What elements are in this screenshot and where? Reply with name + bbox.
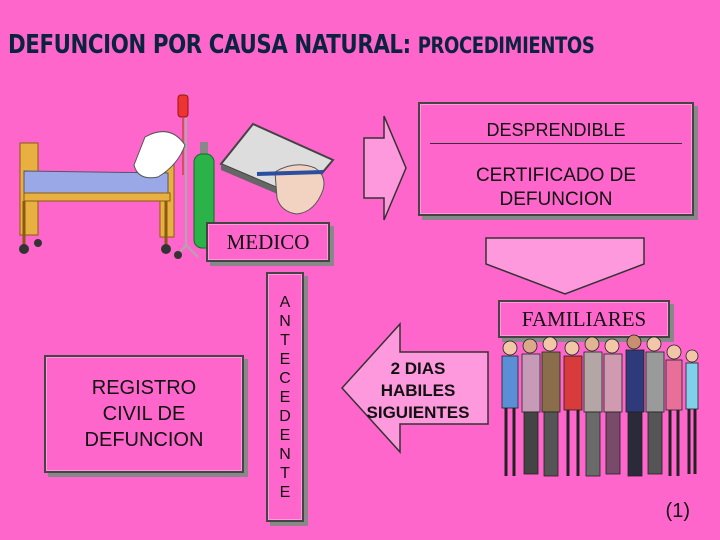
antecedente-letter: T xyxy=(280,464,290,483)
antecedente-letter: E xyxy=(280,388,291,407)
antecedente-letter: E xyxy=(280,426,291,445)
antecedente-letter: E xyxy=(280,350,291,369)
right-arrow-icon xyxy=(362,114,408,222)
antecedente-letter: A xyxy=(280,293,291,312)
page-title: DEFUNCION POR CAUSA NATURAL: PROCEDIMIEN… xyxy=(8,30,720,60)
arrow-deadline-text: 2 DIAS HABILES SIGUIENTES xyxy=(352,358,484,424)
down-arrow-icon xyxy=(484,236,646,296)
family-group-icon xyxy=(496,334,700,486)
antecedente-letter: N xyxy=(279,445,291,464)
hospital-bed-icon xyxy=(10,85,220,265)
clipboard-hand-pen-icon xyxy=(215,120,335,220)
antecedente-letter: N xyxy=(279,312,291,331)
registro-line-3: DEFUNCION xyxy=(85,427,204,453)
antecedente-letter: C xyxy=(279,369,291,388)
certificate-detachable-label: DESPRENDIBLE xyxy=(430,120,682,144)
title-sub: PROCEDIMIENTOS xyxy=(418,34,595,59)
registro-line-1: REGISTRO xyxy=(85,375,204,401)
familiares-box: FAMILIARES xyxy=(498,300,670,338)
antecedente-letter: D xyxy=(279,407,291,426)
antecedente-letter: E xyxy=(280,483,291,502)
antecedente-box: A N T E C E D E N T E xyxy=(266,272,304,522)
medico-box: MEDICO xyxy=(206,222,330,262)
certificate-box: DESPRENDIBLE CERTIFICADO DE DEFUNCION xyxy=(418,102,694,216)
certificate-title: CERTIFICADO DE DEFUNCION xyxy=(420,164,692,212)
title-main: DEFUNCION POR CAUSA NATURAL: xyxy=(8,30,411,60)
registro-civil-box: REGISTRO CIVIL DE DEFUNCION xyxy=(44,355,244,473)
antecedente-letter: T xyxy=(280,331,290,350)
footnote: (1) xyxy=(666,500,690,523)
registro-line-2: CIVIL DE xyxy=(85,401,204,427)
